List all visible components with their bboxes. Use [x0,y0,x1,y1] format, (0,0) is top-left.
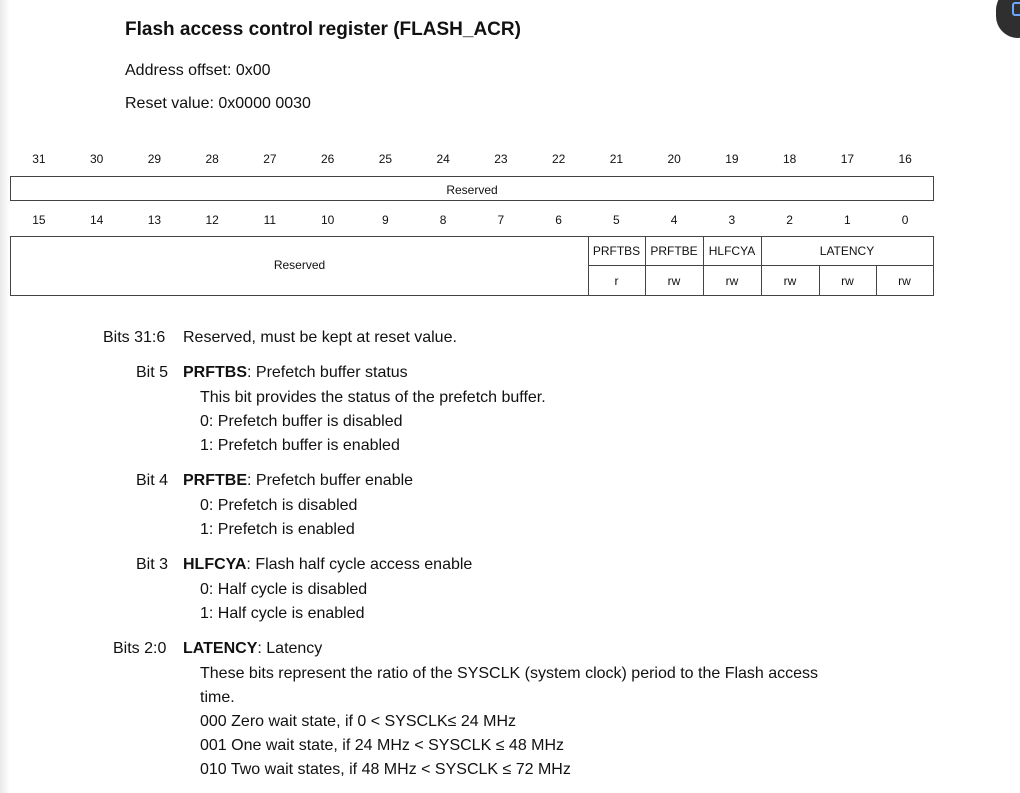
desc-bit3-line: 0: Half cycle is disabled [200,581,368,598]
bit-number: 7 [497,213,505,227]
bit-number: 30 [89,152,104,166]
desc-bits2-0-label: Bits 2:0 [113,640,167,657]
desc-bit4-title: : Prefetch buffer enable [247,472,414,489]
access-bit3: rw [725,274,739,288]
bit-number: 28 [205,152,219,166]
access-bit5: r [614,274,619,288]
desc-bits2-0-line: 010 Two wait states, if 48 MHz < SYSCLK … [200,761,571,778]
divider [588,265,933,266]
desc-bit4-heading: PRFTBE: Prefetch buffer enable [183,472,413,490]
bit-numbers-low: 15 14 13 12 11 10 9 8 7 6 5 4 3 2 1 0 [10,213,934,231]
address-offset: Address offset: 0x00 [125,62,271,79]
app-icon[interactable] [996,0,1020,38]
field-prftbs: PRFTBS [592,244,641,258]
desc-bit3-name: HLFCYA [183,556,247,573]
desc-bits31-6-text: Reserved, must be kept at reset value. [183,329,457,346]
desc-bit3-line: 1: Half cycle is enabled [200,605,365,622]
bit-number: 21 [609,152,624,166]
divider [761,237,762,295]
bit-number: 6 [555,213,562,227]
bit-number: 23 [494,152,508,166]
desc-bit5-title: : Prefetch buffer status [247,364,408,381]
desc-bit5-line: 0: Prefetch buffer is disabled [200,413,403,430]
bit-number: 18 [782,152,797,166]
bit-number: 31 [32,152,46,166]
field-prftbe: PRFTBE [650,244,698,258]
bit-number: 9 [382,213,389,227]
desc-bits2-0-name: LATENCY [183,640,258,657]
bit-number: 2 [786,213,793,227]
access-bit0: rw [898,274,911,288]
desc-bit3-heading: HLFCYA: Flash half cycle access enable [183,556,472,574]
desc-bit5-line: This bit provides the status of the pref… [200,389,546,406]
desc-bits2-0-line: 000 Zero wait state, if 0 < SYSCLK≤ 24 M… [200,713,517,730]
desc-bits31-6-label: Bits 31:6 [103,329,166,346]
desc-bits2-0-heading: LATENCY: Latency [183,640,322,658]
bit-number: 1 [844,213,851,227]
desc-bits2-0-title: : Latency [257,640,323,657]
divider [588,237,589,295]
divider [876,266,877,295]
bit-number: 12 [205,213,219,227]
square-icon [1012,2,1020,16]
page-edge-shadow [0,0,10,793]
field-hlfcya: HLFCYA [708,244,756,258]
bit-number: 19 [725,152,739,166]
bit-number: 26 [320,152,335,166]
desc-bit3-title: : Flash half cycle access enable [246,556,473,573]
register-title: Flash access control register (FLASH_ACR… [125,19,521,40]
bit-number: 20 [667,152,681,166]
desc-bit4-line: 1: Prefetch is enabled [200,521,355,538]
bit-number: 15 [32,213,46,227]
bit-number: 17 [840,152,855,166]
reserved-label-low: Reserved [273,258,326,272]
access-bit4: rw [667,274,681,288]
access-bit2: rw [783,274,797,288]
bit-number: 25 [378,152,393,166]
register-row-low: Reserved PRFTBS PRFTBE HLFCYA LATENCY r … [10,236,934,296]
desc-bit5-label: Bit 5 [136,364,169,381]
bit-number: 8 [439,213,447,227]
bit-number: 0 [901,213,909,227]
divider [703,237,704,295]
divider [645,237,646,295]
bit-number: 24 [436,152,450,166]
bit-number: 10 [320,213,335,227]
bit-number: 3 [728,213,736,227]
desc-bit4-name: PRFTBE [183,472,247,489]
field-latency: LATENCY [819,244,875,258]
desc-bits2-0-line: time. [200,689,235,706]
bit-number: 16 [898,152,912,166]
bit-number: 14 [89,213,104,227]
divider [819,266,820,295]
desc-bits2-0-line: 001 One wait state, if 24 MHz < SYSCLK ≤… [200,737,565,754]
bit-number: 11 [263,213,277,227]
desc-bit3-label: Bit 3 [136,556,169,573]
desc-bit5-name: PRFTBS [183,364,247,381]
bit-number: 29 [147,152,162,166]
bit-number: 13 [147,213,162,227]
bit-numbers-high: 31 30 29 28 27 26 25 24 23 22 21 20 19 1… [10,152,934,170]
reset-value: Reset value: 0x0000 0030 [125,95,311,112]
bit-number: 4 [670,213,678,227]
bit-number: 27 [263,152,277,166]
access-bit1: rw [841,274,854,288]
desc-bit4-label: Bit 4 [136,472,169,489]
desc-bit5-line: 1: Prefetch buffer is enabled [200,437,400,454]
desc-bit4-line: 0: Prefetch is disabled [200,497,358,514]
bit-number: 22 [551,152,566,166]
register-row-high: Reserved [10,176,934,201]
desc-bit5-heading: PRFTBS: Prefetch buffer status [183,364,408,382]
reserved-label-high: Reserved [446,183,498,197]
desc-bits2-0-line: These bits represent the ratio of the SY… [200,665,819,682]
bit-number: 5 [613,213,620,227]
